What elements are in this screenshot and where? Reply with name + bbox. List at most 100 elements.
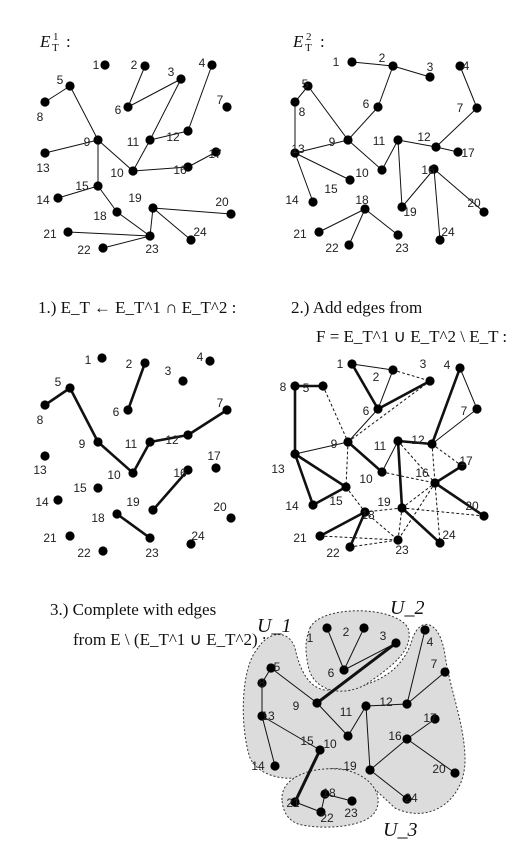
p3-node-label-11: 11 — [125, 437, 138, 451]
p2-node-label-12: 12 — [417, 130, 431, 144]
p2b-dotted-edge-18-23 — [364, 511, 399, 541]
p2-node-11 — [393, 135, 403, 145]
p1-node-label-3: 3 — [168, 65, 175, 79]
title1-subscript: T — [52, 42, 59, 54]
panel-title-2: E T 2 : — [292, 31, 325, 54]
region-label-u1: U_1 — [257, 615, 291, 637]
p2b-node-label-14: 14 — [285, 499, 299, 513]
p2b-strong-edge-15-13 — [293, 452, 348, 489]
p3-node-17 — [211, 463, 221, 473]
caption-step3-line2: from E \ (E_T^1 ∪ E_T^2) : — [73, 630, 267, 649]
p2-node-23 — [393, 230, 403, 240]
p2-node-label-2: 2 — [379, 51, 386, 65]
p2b-edge-2-6 — [377, 369, 394, 410]
p2b-node-24 — [435, 538, 445, 548]
p3-node-label-9: 9 — [79, 437, 86, 451]
p1-node-16 — [183, 162, 193, 172]
p4-node-label-14: 14 — [251, 759, 265, 773]
p2-node-4 — [455, 61, 465, 71]
p4-node-label-1: 1 — [307, 631, 314, 645]
p2-node-20 — [479, 207, 489, 217]
p2b-edge-11-10 — [381, 440, 399, 473]
p2-edge-16-19 — [401, 168, 435, 208]
p1-node-label-5: 5 — [57, 73, 64, 87]
caption-step2-line2: F = E_T^1 ∪ E_T^2 \ E_T : — [316, 327, 507, 346]
p2-edge-7-4 — [459, 65, 478, 109]
p2-edge-5-9 — [307, 85, 349, 141]
title2-superscript: 2 — [306, 31, 312, 43]
p4-node-label-4: 4 — [427, 635, 434, 649]
p2-node-16 — [429, 164, 439, 174]
p1-edge-19-23 — [149, 207, 154, 237]
p1-node-11 — [145, 135, 155, 145]
p2b-node-20 — [479, 511, 489, 521]
p2-node-label-6: 6 — [363, 97, 370, 111]
caption-step1: 1.) E_T ← E_T^1 ∩ E_T^2 : — [38, 298, 236, 317]
p2-node-14 — [308, 197, 318, 207]
p3-node-label-16: 16 — [173, 466, 187, 480]
p1-node-2 — [140, 61, 150, 71]
p4-node-label-11: 11 — [340, 705, 353, 719]
p2b-strong-edge-19-24 — [400, 506, 442, 545]
p4-node-24 — [402, 794, 412, 804]
p1-node-5 — [65, 81, 75, 91]
p3-node-18 — [112, 509, 122, 519]
region-label-u2: U_2 — [390, 597, 424, 619]
p1-node-21 — [63, 227, 73, 237]
region-u2-shape — [305, 610, 410, 692]
p4-node-13 — [257, 711, 267, 721]
p2b-dotted-edge-22-23 — [349, 539, 399, 548]
p1-edge-18-23 — [116, 211, 151, 237]
p2-node-3 — [425, 72, 435, 82]
p2b-node-19 — [397, 503, 407, 513]
p1-edge-21-23 — [67, 231, 151, 237]
p2b-node-label-1: 1 — [337, 357, 344, 371]
p2-edge-13-14 — [294, 152, 314, 203]
p2b-node-label-18: 18 — [361, 508, 375, 522]
p1-edge-11-12 — [149, 130, 189, 141]
p2b-node-label-16: 16 — [415, 466, 429, 480]
p1-node-10 — [128, 166, 138, 176]
p1-node-9 — [93, 135, 103, 145]
p2b-dotted-edge-5-9 — [322, 385, 349, 443]
p4-node-9 — [312, 698, 322, 708]
nodes-layer — [40, 57, 489, 817]
p1-edge-15-14 — [57, 185, 99, 199]
p4-node-19 — [365, 765, 375, 775]
p3-node-label-5: 5 — [55, 375, 62, 389]
p4-node-label-22: 22 — [320, 811, 334, 825]
p3-node-11 — [145, 437, 155, 447]
p2-node-1 — [347, 57, 357, 67]
p2-node-label-3: 3 — [427, 60, 434, 74]
p4-node-label-19: 19 — [343, 759, 357, 773]
p4-node-label-17: 17 — [423, 711, 437, 725]
p4-edge-19-24 — [369, 769, 408, 800]
p3-node-12 — [183, 430, 193, 440]
p4-node-2 — [359, 623, 369, 633]
p2b-strong-edge-11-12 — [396, 439, 434, 446]
p4-node-5 — [266, 663, 276, 673]
p1-node-label-13: 13 — [36, 161, 50, 175]
p2-node-label-20: 20 — [467, 196, 481, 210]
p3-node-label-4: 4 — [197, 350, 204, 364]
p4-node-16 — [402, 734, 412, 744]
p2-node-label-23: 23 — [395, 241, 409, 255]
p2b-node-label-6: 6 — [363, 404, 370, 418]
p2b-node-label-8: 8 — [280, 380, 287, 394]
p1-edge-6-2 — [127, 65, 146, 108]
p1-edge-12-4 — [187, 64, 213, 132]
p1-node-8 — [40, 97, 50, 107]
p1-node-14 — [53, 193, 63, 203]
p4-edge-9-10 — [316, 702, 349, 737]
p3-node-13 — [40, 451, 50, 461]
p2b-node-label-15: 15 — [329, 494, 343, 508]
p4-edge-12-7 — [406, 671, 446, 705]
p3-node-19 — [148, 505, 158, 515]
p1-node-label-18: 18 — [93, 209, 107, 223]
p2-edge-13-15 — [294, 152, 351, 181]
p2-edge-2-3 — [392, 65, 431, 78]
p4-edge-16-17 — [406, 718, 436, 740]
p3-node-9 — [93, 437, 103, 447]
p4-node-23 — [347, 796, 357, 806]
p1-node-6 — [123, 102, 133, 112]
